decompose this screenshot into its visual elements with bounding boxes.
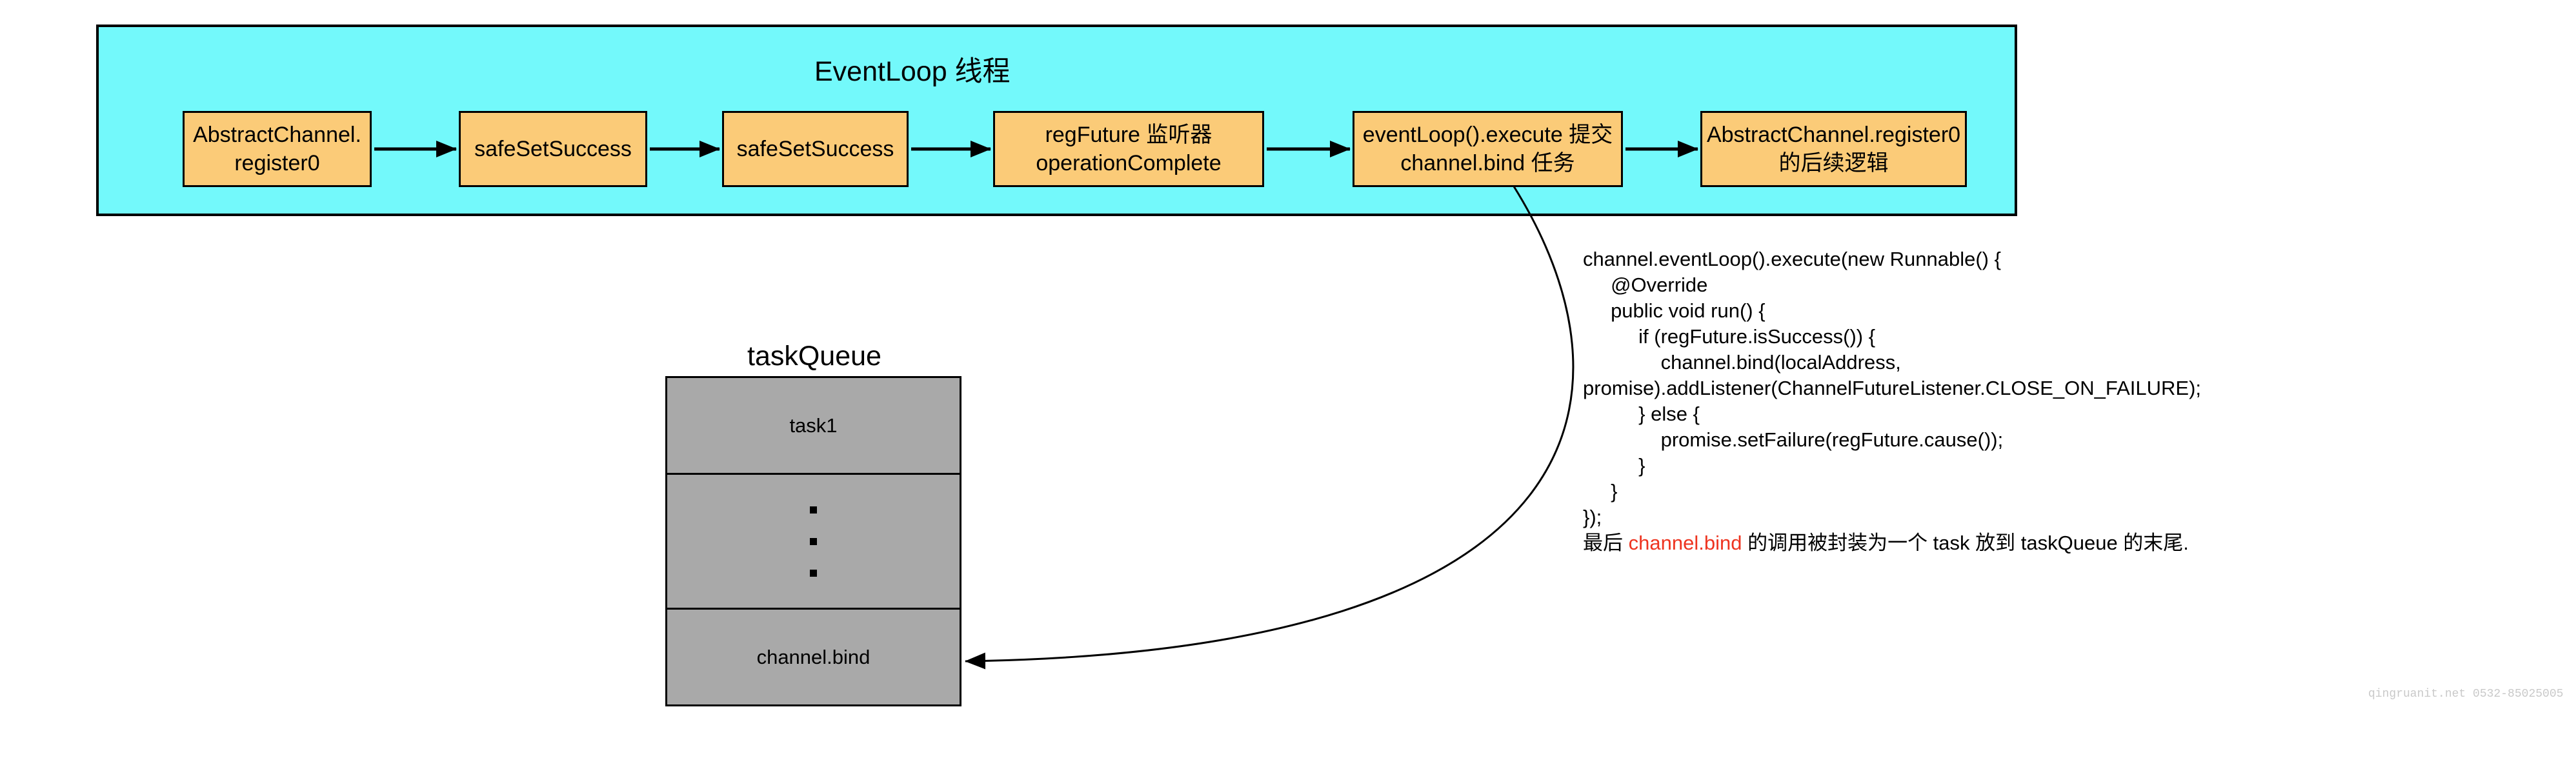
eventloop-band-title: EventLoop 线程 bbox=[814, 56, 1011, 87]
java-code-snippet: channel.eventLoop().execute(new Runnable… bbox=[1583, 248, 2202, 528]
vertical-ellipsis-dot bbox=[810, 569, 817, 577]
code-block: channel.eventLoop().execute(new Runnable… bbox=[1583, 246, 2201, 556]
step-register0-followup-logic: AbstractChannel.register0 的后续逻辑 bbox=[1700, 111, 1967, 187]
vertical-ellipsis-dot bbox=[810, 537, 817, 545]
task-queue-title: taskQueue bbox=[747, 341, 881, 372]
submit-task-curve-arrow bbox=[965, 186, 1575, 670]
watermark: qingruanit.net 0532-85025005 bbox=[2368, 688, 2564, 701]
step-regfuture-listener-operationcomplete: regFuture 监听器 operationComplete bbox=[993, 111, 1264, 187]
annotation-line: 最后 channel.bind 的调用被封装为一个 task 放到 taskQu… bbox=[1583, 530, 2201, 556]
vertical-ellipsis-dot bbox=[810, 506, 817, 514]
annotation-highlight-channel-bind: channel.bind bbox=[1628, 532, 1742, 554]
step-safesetsuccess-1: safeSetSuccess bbox=[459, 111, 647, 187]
step-eventloop-execute-submit-bind-task: eventLoop().execute 提交 channel.bind 任务 bbox=[1353, 111, 1623, 187]
annotation-prefix: 最后 bbox=[1583, 532, 1629, 554]
step-safesetsuccess-2: safeSetSuccess bbox=[722, 111, 909, 187]
queue-row-ellipsis bbox=[667, 473, 960, 610]
queue-row-task1: task1 bbox=[789, 414, 838, 437]
queue-row-channel-bind: channel.bind bbox=[756, 645, 870, 668]
annotation-suffix: 的调用被封装为一个 task 放到 taskQueue 的末尾. bbox=[1742, 532, 2189, 554]
step-abstractchannel-register0: AbstractChannel. register0 bbox=[183, 111, 372, 187]
task-queue: task1 channel.bind bbox=[665, 376, 961, 706]
